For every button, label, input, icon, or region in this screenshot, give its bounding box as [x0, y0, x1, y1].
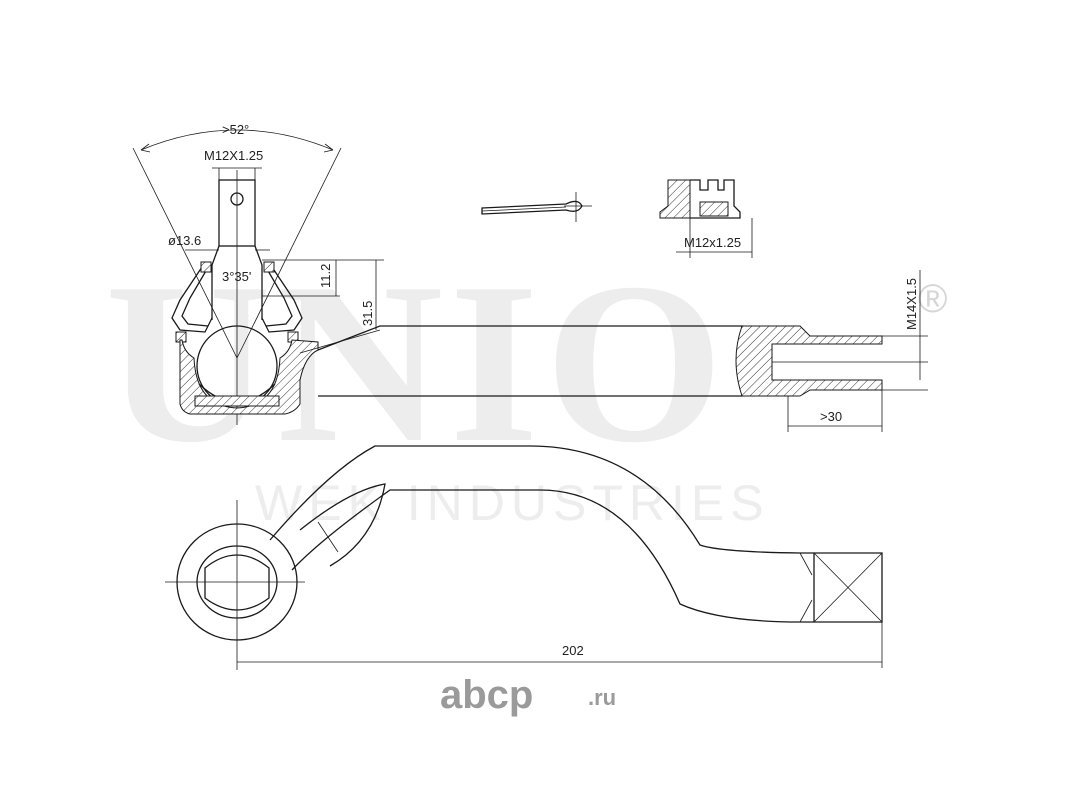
section-view	[132, 129, 928, 432]
angle-label: >52°	[222, 122, 249, 137]
height-large-label: 31.5	[360, 301, 375, 326]
watermark-subtitle: WEK INDUSTRIES	[255, 475, 770, 531]
brand-main: abcp	[440, 673, 533, 717]
brand-tld: .ru	[588, 685, 616, 710]
stud-diameter-label: ø13.6	[168, 233, 201, 248]
taper-label: 3°35'	[222, 269, 251, 284]
registered-mark: ®	[918, 277, 947, 321]
site-brand: abcp .ru	[440, 673, 616, 717]
watermark: UNIO ® WEK INDUSTRIES	[105, 235, 947, 531]
rod-thread-label: M14X1.5	[904, 278, 919, 330]
nut-thread-label: M12x1.25	[684, 235, 741, 250]
stud-thread-label: M12X1.25	[204, 148, 263, 163]
overall-length-label: 202	[562, 643, 584, 658]
height-small-label: 11.2	[318, 264, 333, 288]
castle-nut	[659, 179, 753, 258]
watermark-logo: UNIO	[105, 235, 730, 490]
cotter-pin	[481, 192, 592, 222]
dimension-labels: >52° M12X1.25 ø13.6 3°35' 11.2 31.5 M14X…	[168, 122, 919, 658]
plan-view	[165, 445, 883, 670]
thread-depth-label: >30	[820, 409, 842, 424]
